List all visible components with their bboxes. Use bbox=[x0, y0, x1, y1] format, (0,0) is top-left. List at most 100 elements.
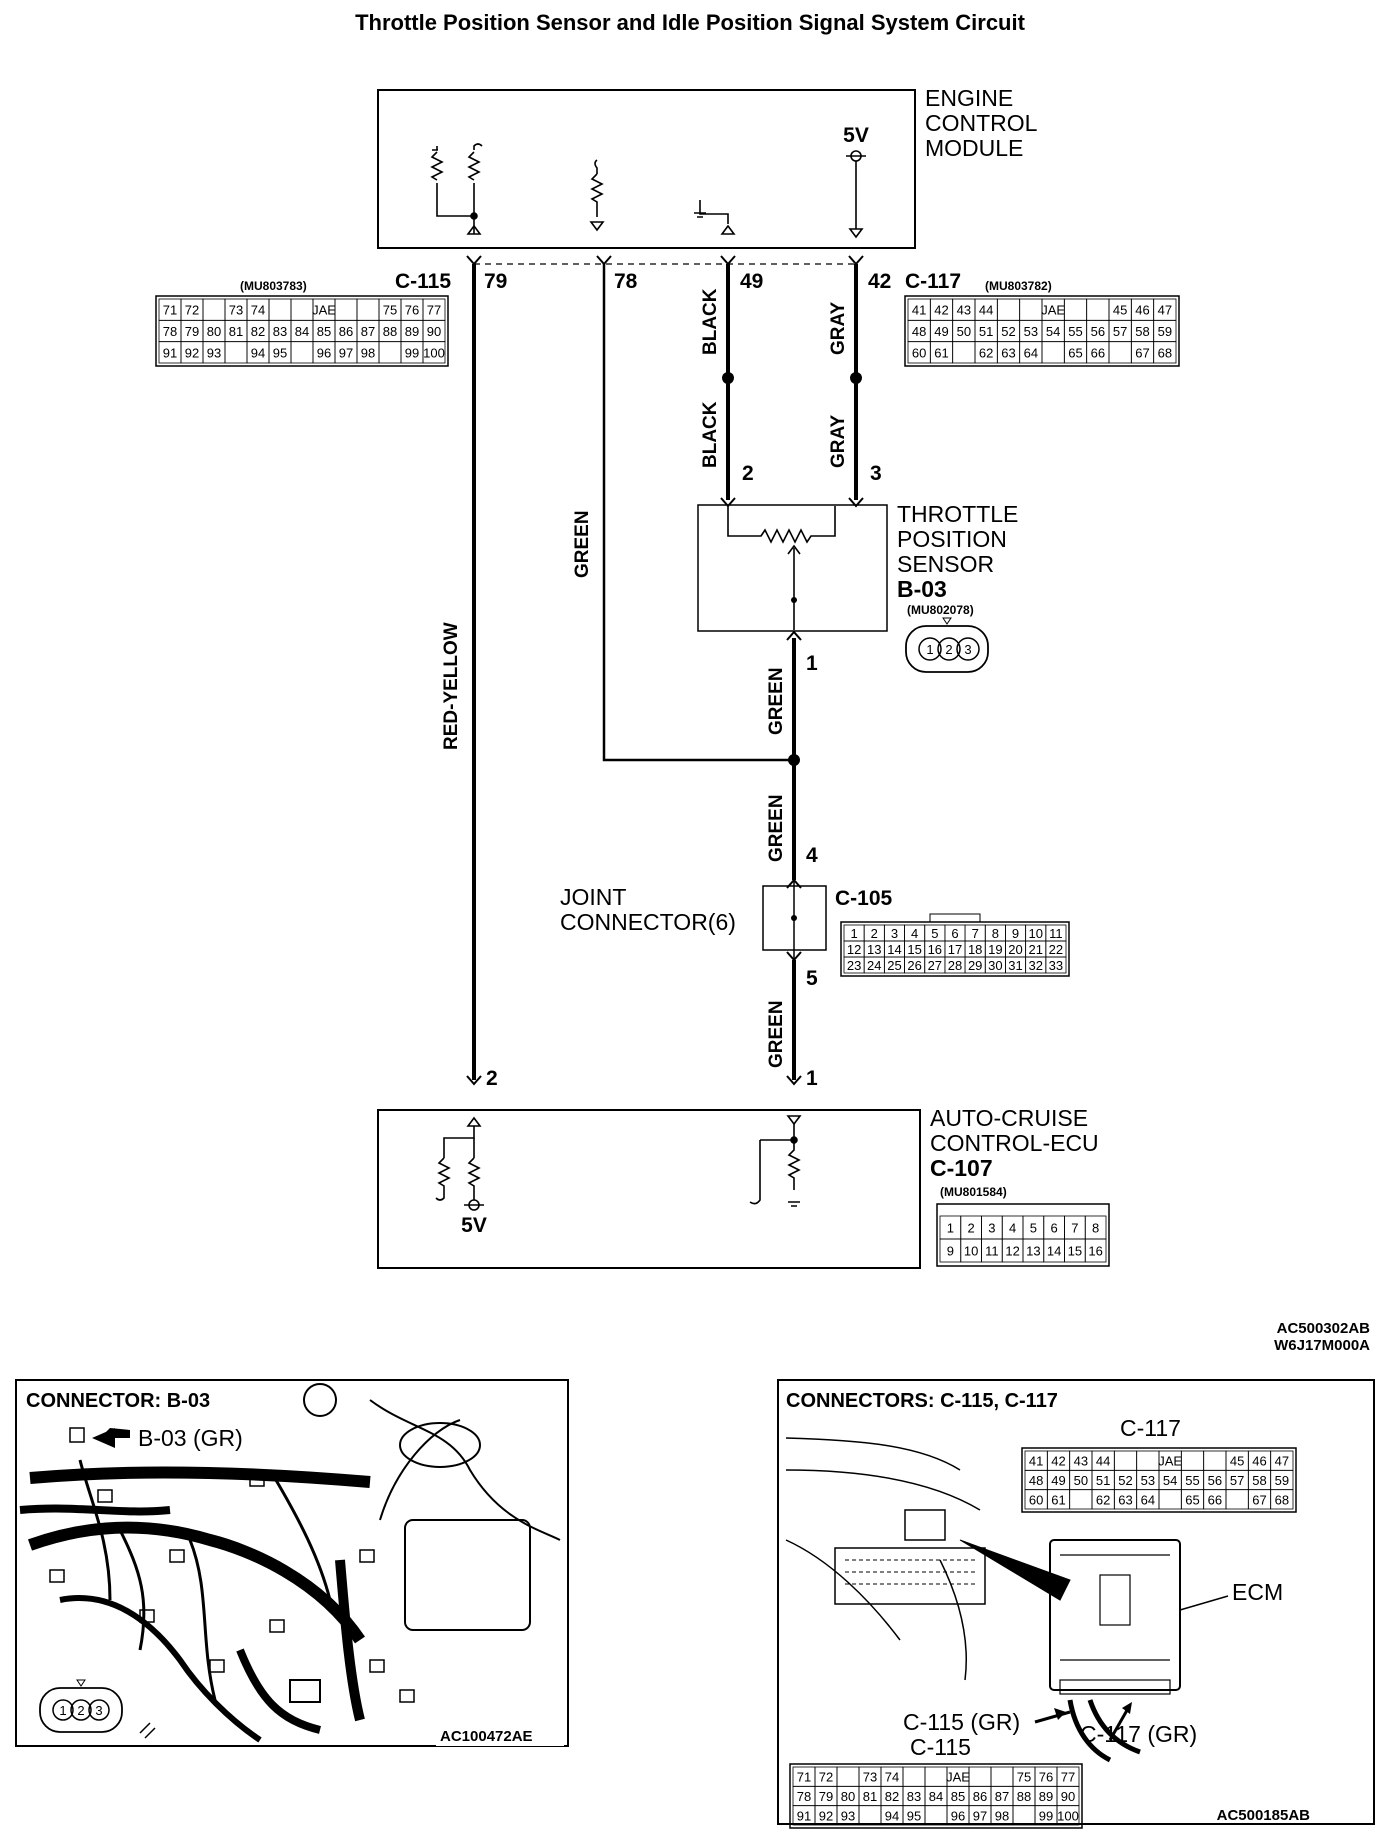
panel-c115-grid-pin-76: 76 bbox=[1039, 1770, 1053, 1785]
panel-c117-grid-pin-41: 41 bbox=[1029, 1454, 1043, 1469]
panel-c115-grid-pin-74: 74 bbox=[885, 1770, 899, 1785]
panel-c117-grid-pin-42: 42 bbox=[1051, 1454, 1065, 1469]
c117-grid-pin-49: 49 bbox=[934, 324, 948, 339]
panel-c115-grid-pin-72: 72 bbox=[819, 1770, 833, 1785]
wire-splice-dots bbox=[722, 372, 862, 766]
joint-grid-pin-13: 13 bbox=[867, 942, 881, 957]
panel-b03-title: CONNECTOR: B-03 bbox=[26, 1390, 210, 1412]
panel-c115-grid-pin-89: 89 bbox=[1039, 1789, 1053, 1804]
joint-grid-pin-9: 9 bbox=[1012, 926, 1019, 941]
c117-grid-cell bbox=[952, 341, 976, 364]
reference-code-1: AC500302AB bbox=[1277, 1320, 1371, 1337]
c117-grid-pin-68: 68 bbox=[1158, 345, 1172, 360]
c115-grid-cell bbox=[290, 298, 314, 321]
joint-grid-pin-1: 1 bbox=[850, 926, 857, 941]
diagram-title: Throttle Position Sensor and Idle Positi… bbox=[355, 10, 1026, 35]
joint-grid-pin-18: 18 bbox=[968, 942, 982, 957]
joint-grid-pin-8: 8 bbox=[992, 926, 999, 941]
panel-c115-grid-pin-94: 94 bbox=[885, 1808, 899, 1823]
panel-c117-grid-pin-53: 53 bbox=[1141, 1473, 1155, 1488]
b03-face-pin-2: 2 bbox=[77, 1703, 84, 1718]
acecu-grid-pin-2: 2 bbox=[968, 1221, 975, 1236]
c115-grid-pin-82: 82 bbox=[251, 324, 265, 339]
panel-c117-grid-pin-64: 64 bbox=[1141, 1492, 1155, 1507]
panel-b03-arrow-label: B-03 (GR) bbox=[138, 1425, 243, 1451]
c115-grid-pin-79: 79 bbox=[185, 324, 199, 339]
joint-grid-pin-28: 28 bbox=[948, 958, 962, 973]
joint-grid-pin-4: 4 bbox=[911, 926, 918, 941]
joint-grid-pin-33: 33 bbox=[1049, 958, 1063, 973]
joint-label-line2: CONNECTOR(6) bbox=[560, 909, 736, 935]
acecu-grid-pin-14: 14 bbox=[1047, 1244, 1061, 1259]
wire-label-black-lower: BLACK bbox=[700, 401, 721, 468]
joint-pin-5: 5 bbox=[806, 967, 818, 990]
c115-grid-pin-94: 94 bbox=[251, 345, 265, 360]
c117-grid-pin-50: 50 bbox=[957, 324, 971, 339]
wire-label-black-upper: BLACK bbox=[700, 288, 721, 355]
panel-c117-grid-pin-61: 61 bbox=[1051, 1492, 1065, 1507]
c117-grid-pin-59: 59 bbox=[1158, 324, 1172, 339]
panel-c117-grid-pin-55: 55 bbox=[1185, 1473, 1199, 1488]
acecu-grid-pin-16: 16 bbox=[1088, 1244, 1102, 1259]
panel-c115-grid-pin-81: 81 bbox=[863, 1789, 877, 1804]
acecu-pin-1: 1 bbox=[806, 1067, 818, 1090]
panel-c115-grid-pin-86: 86 bbox=[973, 1789, 987, 1804]
panel-c115-grid-cell bbox=[1056, 1805, 1080, 1826]
c117-grid-pin-42: 42 bbox=[934, 303, 948, 318]
b03-connector-face: 1 2 3 bbox=[39, 1679, 123, 1733]
panel-c117-grid-pin-44: 44 bbox=[1096, 1454, 1110, 1469]
joint-grid-cell bbox=[1045, 956, 1067, 974]
c115-grid-pin-85: 85 bbox=[317, 324, 331, 339]
joint-grid-pin-7: 7 bbox=[972, 926, 979, 941]
panel-c117-grid-pin-67: 67 bbox=[1252, 1492, 1266, 1507]
acecu-internal-circuit-icon bbox=[435, 1115, 802, 1211]
ecm-label-line2: CONTROL bbox=[925, 110, 1038, 136]
wire-label-red-yellow: RED-YELLOW bbox=[441, 622, 462, 750]
c115-grid-pin-76: 76 bbox=[405, 303, 419, 318]
joint-grid-pin-26: 26 bbox=[907, 958, 921, 973]
panel-c117-grid-pin-66: 66 bbox=[1208, 1492, 1222, 1507]
joint-grid-pin-27: 27 bbox=[928, 958, 942, 973]
c117-grid-pin-54: 54 bbox=[1046, 324, 1060, 339]
c115-pin-79: 79 bbox=[484, 270, 507, 293]
acecu-supply-5v: 5V bbox=[461, 1214, 487, 1237]
tps-pin-1: 1 bbox=[806, 652, 818, 675]
c117-grid-pin-64: 64 bbox=[1024, 345, 1038, 360]
c115-grid-pin-75: 75 bbox=[383, 303, 397, 318]
tps-pin-2: 2 bbox=[742, 462, 754, 485]
c117-arrow-icon bbox=[1122, 1702, 1132, 1714]
panel-c115-grid-pin-85: 85 bbox=[951, 1789, 965, 1804]
panel-ecm-title: CONNECTORS: C-115, C-117 bbox=[786, 1390, 1058, 1412]
panel-ecm-label: ECM bbox=[1232, 1579, 1283, 1605]
c117-grid-pin-51: 51 bbox=[979, 324, 993, 339]
ecm-label-line1: ENGINE bbox=[925, 85, 1013, 111]
c115-grid-pin-83: 83 bbox=[273, 324, 287, 339]
acecu-label-line2: CONTROL-ECU bbox=[930, 1130, 1099, 1156]
panel-c115-grid-pin-73: 73 bbox=[863, 1770, 877, 1785]
c117-grid-pin-47: 47 bbox=[1158, 303, 1172, 318]
acecu-grid-pin-1: 1 bbox=[947, 1221, 954, 1236]
c115-grid-pin-86: 86 bbox=[339, 324, 353, 339]
c117-grid-pin-45: 45 bbox=[1113, 303, 1127, 318]
panel-c117-grid-pin-45: 45 bbox=[1230, 1454, 1244, 1469]
panel-c115-grid-pin-82: 82 bbox=[885, 1789, 899, 1804]
c117-grid-cell bbox=[1041, 341, 1065, 364]
panel-c115-arrow-label: C-115 (GR) bbox=[903, 1709, 1020, 1735]
tps-face-pin-2: 2 bbox=[945, 642, 952, 657]
joint-grid-pin-6: 6 bbox=[951, 926, 958, 941]
acecu-grid-pin-8: 8 bbox=[1092, 1221, 1099, 1236]
panel-c117-grid-pin-47: 47 bbox=[1275, 1454, 1289, 1469]
panel-c115-grid-pin-97: 97 bbox=[973, 1808, 987, 1823]
joint-grid-pin-5: 5 bbox=[931, 926, 938, 941]
panel-c115-grid-pin-80: 80 bbox=[841, 1789, 855, 1804]
tps-label-line2: POSITION bbox=[897, 526, 1007, 552]
circuit-wires bbox=[472, 264, 858, 1080]
panel-c117-grid-pin-63: 63 bbox=[1118, 1492, 1132, 1507]
c115-grid-pin-72: 72 bbox=[185, 303, 199, 318]
joint-grid-pin-17: 17 bbox=[948, 942, 962, 957]
reference-code-2: W6J17M000A bbox=[1274, 1337, 1370, 1354]
joint-grid-pin-15: 15 bbox=[907, 942, 921, 957]
c115-grid-cell bbox=[290, 341, 314, 364]
